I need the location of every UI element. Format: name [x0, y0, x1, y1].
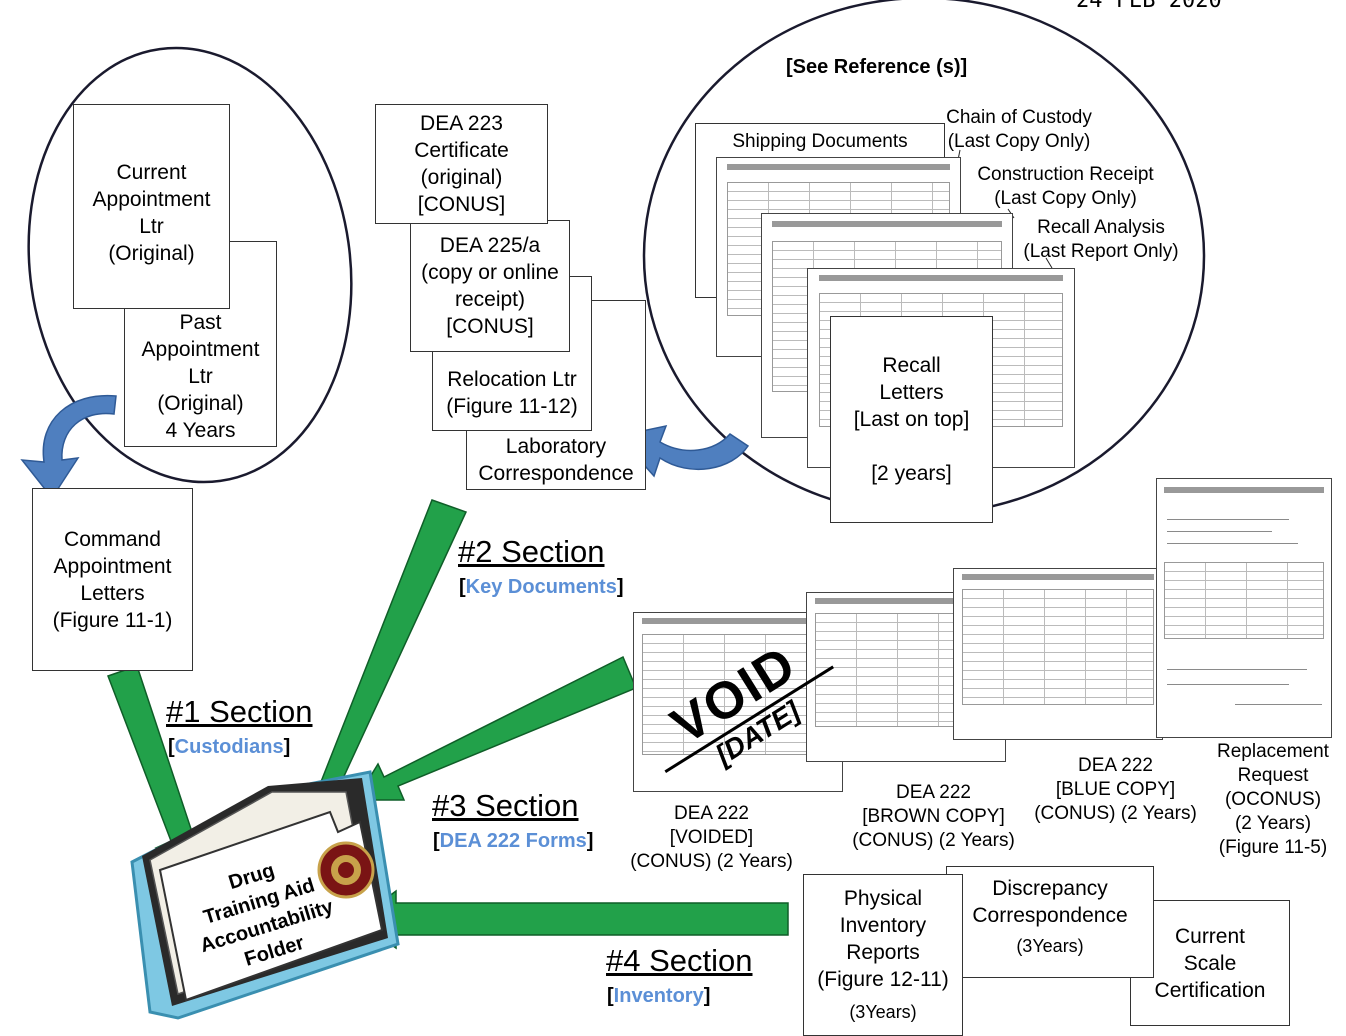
discrepancy-label: Discrepancy Correspondence — [972, 877, 1128, 927]
shipping-documents-label: Shipping Documents — [732, 131, 908, 152]
section3-arrow — [354, 655, 637, 801]
custodians-curve-arrow — [20, 394, 117, 500]
section2-subtitle: [Key Documents] — [459, 576, 624, 599]
dea-223-certificate: DEA 223 Certificate (original) [CONUS] — [375, 104, 548, 224]
bracket-close: ] — [703, 985, 711, 1007]
bracket-close: ] — [616, 576, 624, 598]
section3-title: #3 Section — [432, 788, 579, 823]
replacement-request-label: Replacement Request (OCONUS) (2 Years) (… — [1217, 741, 1329, 858]
bracket-open: [ — [459, 576, 466, 598]
discrepancy-correspondence: Discrepancy Correspondence (3Years) — [946, 866, 1154, 978]
discrepancy-years: (3Years) — [1016, 936, 1084, 956]
replacement-request-form — [1156, 478, 1332, 738]
dea-222-voided-form — [633, 612, 843, 792]
see-reference-label: [See Reference (s)] — [786, 56, 968, 78]
recall-analysis-label: Recall Analysis (Last Report Only) — [1023, 217, 1179, 262]
section1-title: #1 Section — [166, 694, 313, 729]
dea-222-forms-link[interactable]: DEA 222 Forms — [439, 830, 587, 852]
dea-222-brown-label: DEA 222 [BROWN COPY] (CONUS) (2 Years) — [852, 782, 1015, 851]
bracket-open: [ — [607, 985, 614, 1007]
dea-222-blue-label: DEA 222 [BLUE COPY] (CONUS) (2 Years) — [1034, 755, 1197, 824]
dea-225-receipt: DEA 225/a (copy or online receipt) [CONU… — [410, 220, 570, 352]
document-date: 24 FEB 2020 — [1076, 0, 1222, 13]
folder-graphic — [130, 770, 400, 1020]
section4-subtitle: [Inventory] — [607, 985, 710, 1008]
section2-title: #2 Section — [458, 534, 605, 569]
section4-arrow — [355, 889, 789, 950]
current-appointment-letter: Current Appointment Ltr (Original) — [73, 104, 230, 309]
bracket-open: [ — [168, 736, 175, 758]
custodians-ellipse — [27, 46, 353, 484]
key-documents-link[interactable]: Key Documents — [465, 576, 617, 598]
physical-inventory-label: Physical Inventory Reports (Figure 12-11… — [817, 887, 949, 991]
custodians-link[interactable]: Custodians — [174, 736, 284, 758]
inventory-link[interactable]: Inventory — [613, 985, 704, 1007]
chain-of-custody-label: Chain of Custody (Last Copy Only) — [946, 107, 1092, 152]
current-scale-certification: Current Scale Certification — [1130, 900, 1290, 1026]
bracket-open: [ — [433, 830, 440, 852]
command-appointment-letters: Command Appointment Letters (Figure 11-1… — [32, 488, 193, 671]
physical-inventory-reports: Physical Inventory Reports (Figure 12-11… — [803, 874, 963, 1036]
bracket-close: ] — [586, 830, 594, 852]
section3-subtitle: [DEA 222 Forms] — [433, 830, 593, 853]
section1-subtitle: [Custodians] — [168, 736, 290, 759]
dea-222-voided-label: DEA 222 [VOIDED] (CONUS) (2 Years) — [630, 803, 793, 872]
dea-222-blue-form — [953, 568, 1163, 740]
section4-title: #4 Section — [606, 943, 753, 978]
bracket-close: ] — [283, 736, 291, 758]
physical-inventory-years: (3Years) — [849, 1002, 917, 1022]
construction-receipt-label: Construction Receipt (Last Copy Only) — [977, 164, 1154, 209]
recall-letters: Recall Letters [Last on top] [2 years] — [830, 316, 993, 523]
